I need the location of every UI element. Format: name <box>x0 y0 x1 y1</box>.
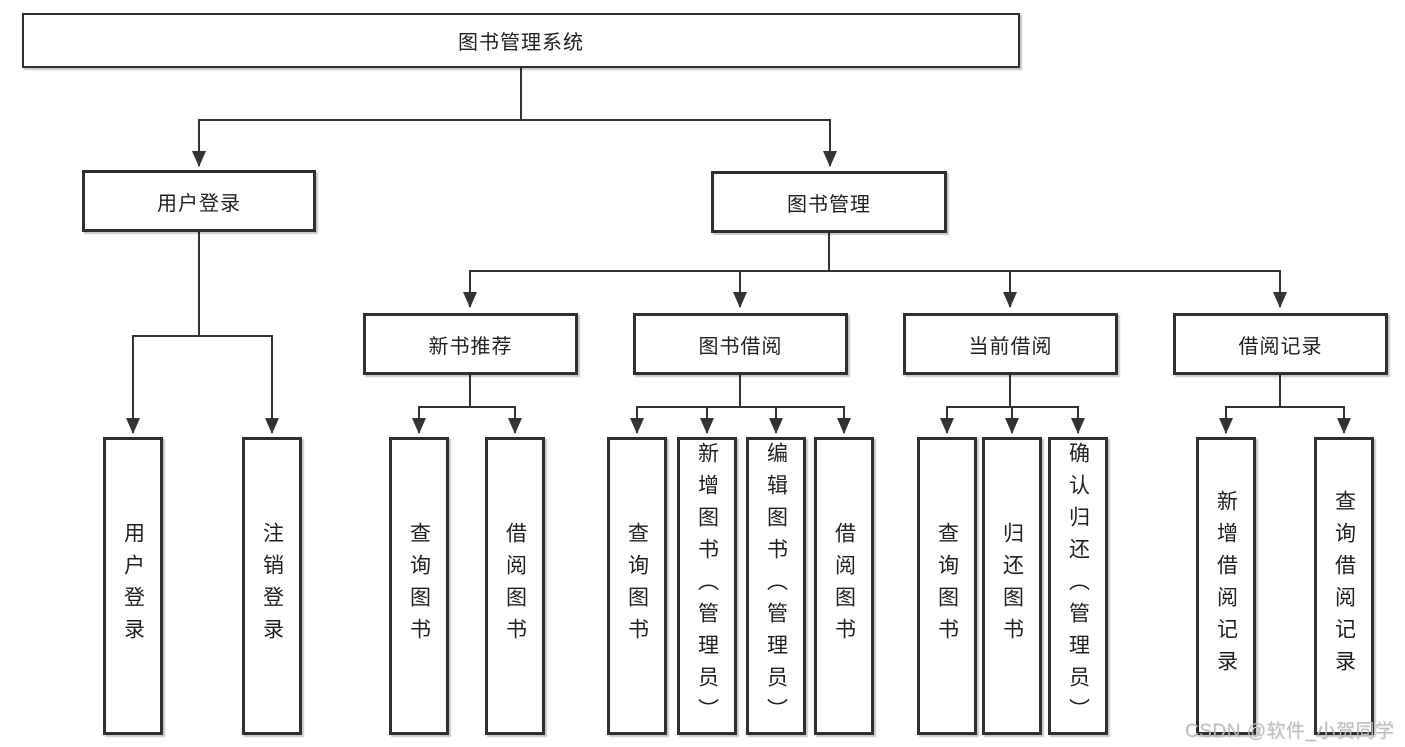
node-label: 新增借阅记录 <box>1214 490 1238 682</box>
leaf-confirm-return-admin: 确认归还（管理员） <box>1048 437 1108 735</box>
csdn-watermark: CSDN @软件_小贺同学 <box>1185 721 1395 742</box>
leaf-return-books: 归还图书 <box>982 437 1042 735</box>
node-label: 查询图书 <box>407 522 431 650</box>
node-user-login: 用户登录 <box>82 170 316 232</box>
node-label: 图书管理系统 <box>458 32 584 54</box>
leaf-query-books-current: 查询图书 <box>917 437 977 735</box>
node-label: 归还图书 <box>1000 522 1024 650</box>
leaf-user-login: 用户登录 <box>103 437 163 735</box>
leaf-borrow-books-newrec: 借阅图书 <box>485 437 545 735</box>
leaf-query-borrow-record: 查询借阅记录 <box>1314 437 1374 735</box>
leaf-query-books-newrec: 查询图书 <box>389 437 449 735</box>
node-label: 查询借阅记录 <box>1332 490 1356 682</box>
leaf-borrow-books: 借阅图书 <box>814 437 874 735</box>
node-label: 查询图书 <box>935 522 959 650</box>
leaf-logout: 注销登录 <box>242 437 302 735</box>
node-label: 借阅记录 <box>1238 335 1323 358</box>
leaf-edit-books-admin: 编辑图书（管理员） <box>746 437 806 735</box>
leaf-add-borrow-record: 新增借阅记录 <box>1196 437 1256 735</box>
node-book-management: 图书管理 <box>711 171 947 233</box>
node-label: 新增图书（管理员） <box>695 442 719 730</box>
node-label: 注销登录 <box>260 522 284 650</box>
node-label: 确认归还（管理员） <box>1066 442 1090 730</box>
node-library-management-system: 图书管理系统 <box>22 13 1020 68</box>
node-label: 借阅图书 <box>832 522 856 650</box>
node-label: 用户登录 <box>121 522 145 650</box>
node-label: 借阅图书 <box>503 522 527 650</box>
node-label: 图书管理 <box>787 193 871 216</box>
node-new-book-recommend: 新书推荐 <box>363 313 578 375</box>
node-label: 查询图书 <box>625 522 649 650</box>
node-label: 新书推荐 <box>428 335 513 358</box>
leaf-query-books-borrow: 查询图书 <box>607 437 667 735</box>
node-borrow-record: 借阅记录 <box>1173 313 1388 375</box>
node-label: 用户登录 <box>157 192 241 215</box>
node-label: 当前借阅 <box>968 335 1053 358</box>
node-book-borrow: 图书借阅 <box>633 313 848 375</box>
leaf-add-books-admin: 新增图书（管理员） <box>677 437 737 735</box>
node-label: 图书借阅 <box>698 335 783 358</box>
node-label: 编辑图书（管理员） <box>764 442 788 730</box>
node-current-borrow: 当前借阅 <box>903 313 1118 375</box>
